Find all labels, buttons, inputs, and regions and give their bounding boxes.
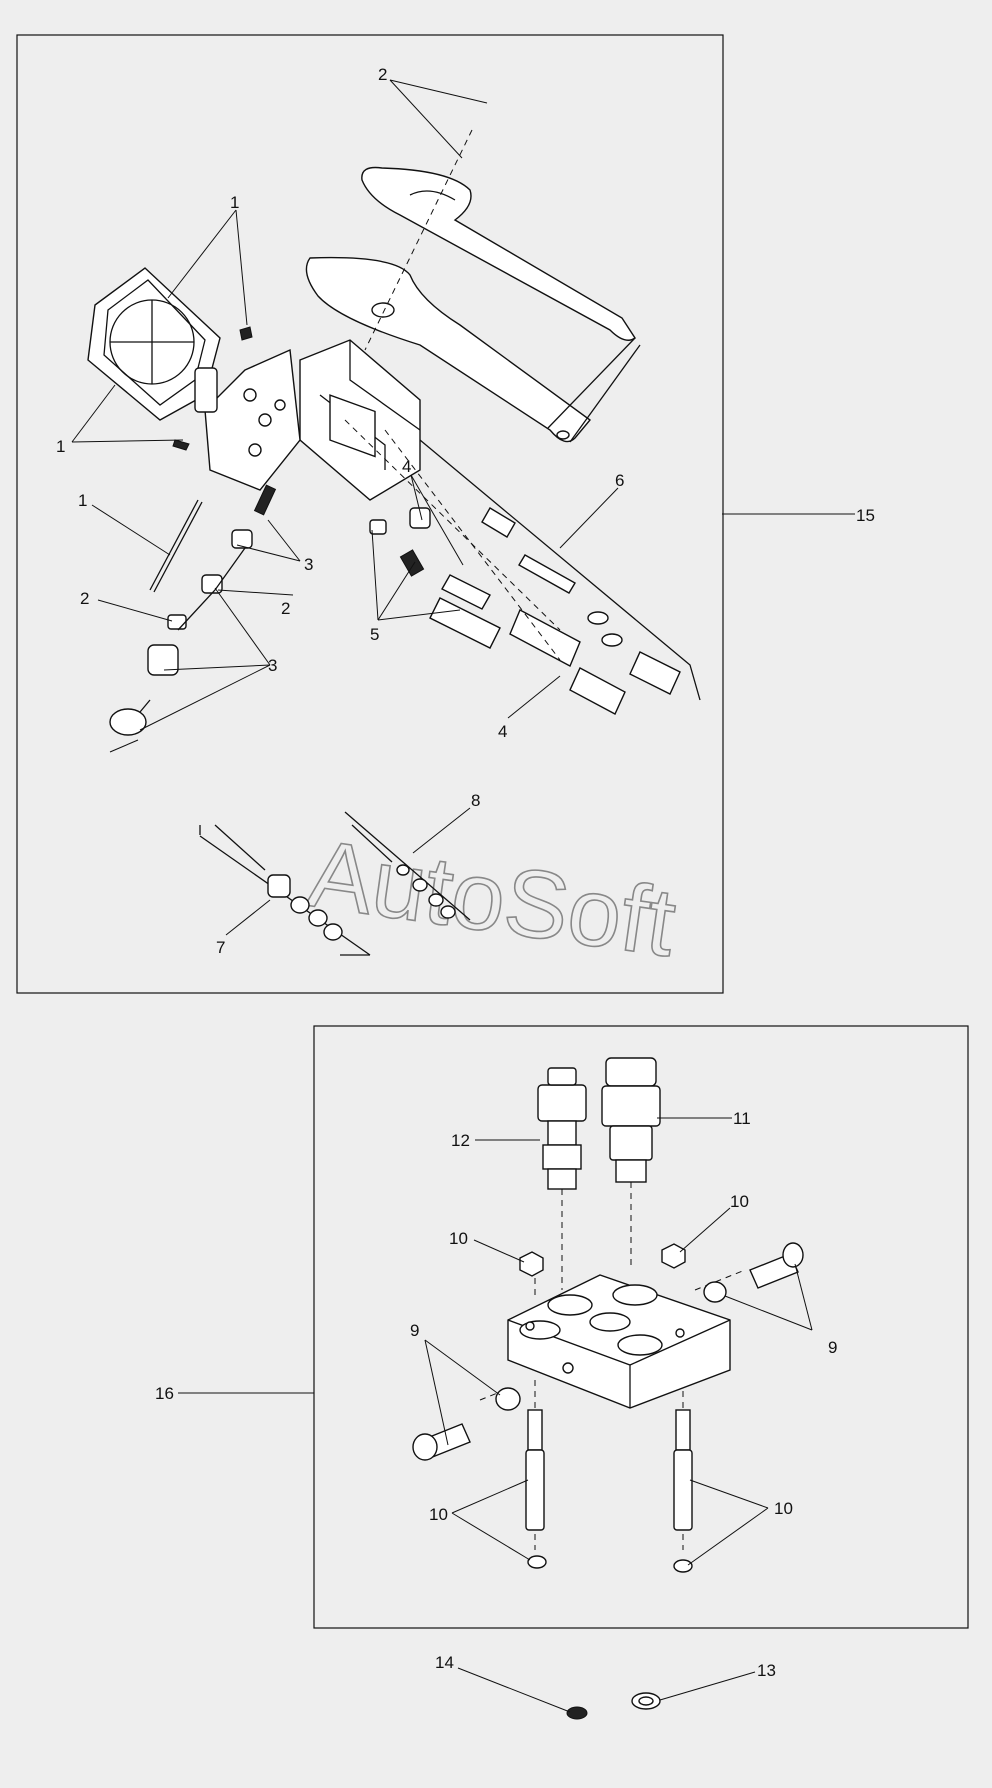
lower-assembly-drawing xyxy=(412,1057,804,1720)
callout-1-top: 1 xyxy=(230,193,239,212)
callout-9-left: 9 xyxy=(410,1321,419,1340)
callout-14: 14 xyxy=(435,1653,454,1672)
lower-assembly-frame xyxy=(313,1025,969,1629)
callout-labels: 1 1 1 2 2 2 3 3 4 4 5 6 7 8 15 12 11 10 … xyxy=(56,65,875,1680)
callout-2-left: 2 xyxy=(80,589,89,608)
callout-2-top: 2 xyxy=(378,65,387,84)
callout-8: 8 xyxy=(471,791,480,810)
callout-1-rod: 1 xyxy=(78,491,87,510)
callout-16: 16 xyxy=(155,1384,174,1403)
callout-10-left-top: 10 xyxy=(449,1229,468,1248)
callout-10-left-bottom: 10 xyxy=(429,1505,448,1524)
callout-6: 6 xyxy=(615,471,624,490)
watermark: AutoSoft xyxy=(302,820,682,977)
callout-3-mid: 3 xyxy=(304,555,313,574)
callout-4-bottom: 4 xyxy=(498,722,507,741)
callout-12: 12 xyxy=(451,1131,470,1150)
callout-10-right-bottom: 10 xyxy=(774,1499,793,1518)
callout-7: 7 xyxy=(216,938,225,957)
callout-9-right: 9 xyxy=(828,1338,837,1357)
callout-4-top: 4 xyxy=(402,457,411,476)
callout-3-lower: 3 xyxy=(268,656,277,675)
callout-13: 13 xyxy=(757,1661,776,1680)
callout-2-mid: 2 xyxy=(281,599,290,618)
callout-11: 11 xyxy=(733,1109,751,1128)
callout-15: 15 xyxy=(856,506,875,525)
callout-10-right-top: 10 xyxy=(730,1192,749,1211)
callout-1-left: 1 xyxy=(56,437,65,456)
upper-assembly-drawing xyxy=(87,129,701,956)
callout-5: 5 xyxy=(370,625,379,644)
leader-lines xyxy=(71,79,855,1713)
